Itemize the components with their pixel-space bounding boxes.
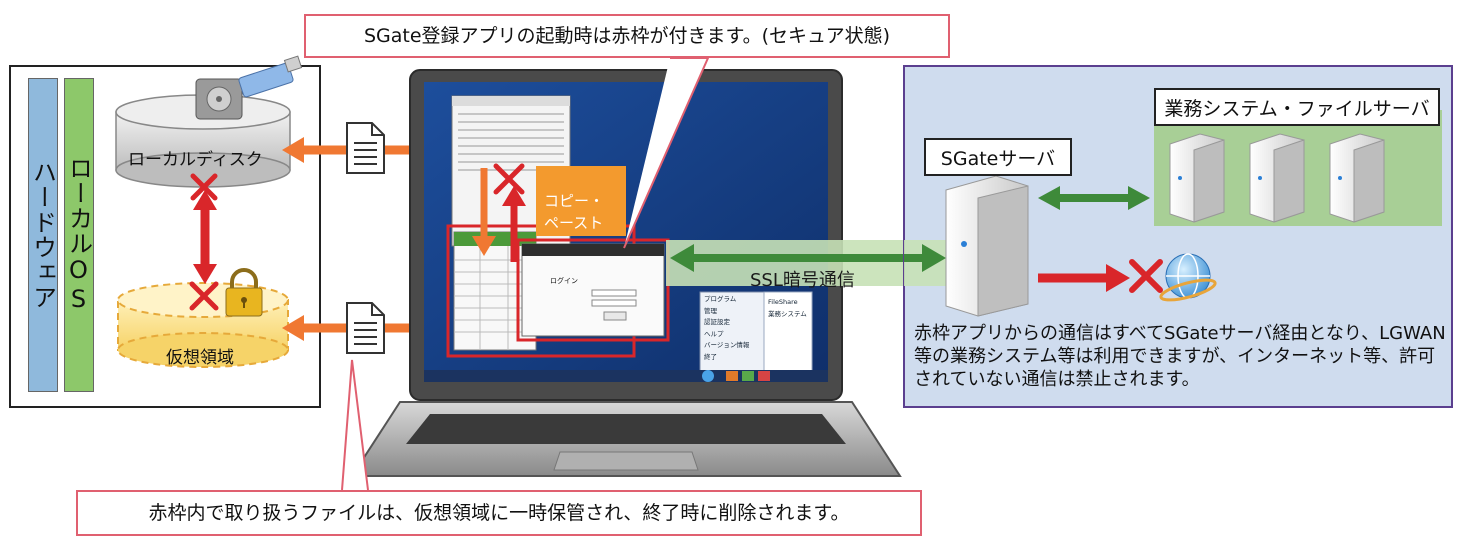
top-callout-pointer bbox=[623, 57, 710, 249]
server-icon bbox=[1329, 133, 1385, 223]
start-menu-item[interactable]: ヘルプ bbox=[704, 329, 724, 338]
bottom-callout-pointer bbox=[341, 359, 369, 491]
top-callout: SGate登録アプリの起動時は赤枠が付きます。(セキュア状態) bbox=[304, 14, 950, 58]
local-disk-shape bbox=[115, 94, 291, 188]
sgate-server-label: SGateサーバ bbox=[924, 138, 1072, 176]
top-callout-text: SGate登録アプリの起動時は赤枠が付きます。(セキュア状態) bbox=[363, 24, 891, 47]
login-window-title: ログイン bbox=[550, 277, 578, 285]
start-menu-item[interactable]: 終了 bbox=[704, 352, 717, 361]
document-icon bbox=[346, 122, 385, 174]
laptop bbox=[350, 69, 902, 477]
blocked-disk-virtual-arrow bbox=[193, 190, 217, 284]
blocked-internet-arrow bbox=[1038, 264, 1130, 292]
start-menu-right-item[interactable]: FileShare bbox=[768, 298, 798, 306]
start-menu-item[interactable]: 管理 bbox=[704, 306, 717, 315]
x-mark-icon bbox=[1129, 259, 1163, 293]
server-icon bbox=[1249, 133, 1305, 223]
x-mark-icon bbox=[189, 281, 219, 311]
virtual-area-label: 仮想領域 bbox=[166, 348, 234, 368]
hardware-bar: ハードウェア bbox=[28, 78, 58, 392]
globe-icon bbox=[1159, 253, 1217, 302]
document-icon bbox=[346, 302, 385, 354]
sgate-business-arrow bbox=[1038, 186, 1150, 210]
x-mark-icon bbox=[190, 173, 218, 201]
start-menu-item[interactable]: 認証設定 bbox=[704, 318, 730, 326]
bottom-callout-text: 赤枠内で取り扱うファイルは、仮想領域に一時保管され、終了時に削除されます。 bbox=[148, 501, 850, 524]
hard-drive-icon bbox=[195, 78, 243, 120]
business-system-label: 業務システム・ファイルサーバ bbox=[1154, 88, 1440, 126]
start-menu-item[interactable]: バージョン情報 bbox=[704, 341, 750, 349]
hardware-label: ハードウェア bbox=[28, 160, 57, 310]
bottom-callout: 赤枠内で取り扱うファイルは、仮想領域に一時保管され、終了時に削除されます。 bbox=[76, 490, 922, 536]
x-mark-icon bbox=[493, 163, 525, 195]
copy-paste-tag: コピー・ ペースト bbox=[536, 166, 626, 236]
server-icon bbox=[1169, 133, 1225, 223]
start-menu-right-item[interactable]: 業務システム bbox=[768, 310, 807, 318]
local-os-label: ローカルOS bbox=[64, 156, 93, 314]
right-panel-note: 赤枠アプリからの通信はすべてSGateサーバ経由となり、LGWAN等の業務システ… bbox=[914, 323, 1446, 390]
local-os-bar: ローカルOS bbox=[64, 78, 94, 392]
copy-paste-label: コピー・ ペースト bbox=[544, 192, 605, 232]
sgate-server-icon bbox=[945, 175, 1029, 317]
start-menu: プログラム 管理 認証設定 ヘルプ バージョン情報 終了 bbox=[704, 294, 762, 363]
usb-stick-icon bbox=[238, 55, 303, 98]
copy-paste-arrows bbox=[472, 168, 526, 262]
ssl-label: SSL暗号通信 bbox=[750, 270, 855, 291]
start-menu-right: FileShare 業務システム bbox=[768, 296, 812, 320]
local-disk-label: ローカルディスク bbox=[128, 150, 263, 170]
padlock-icon bbox=[225, 268, 263, 317]
start-menu-item[interactable]: プログラム bbox=[704, 295, 737, 303]
